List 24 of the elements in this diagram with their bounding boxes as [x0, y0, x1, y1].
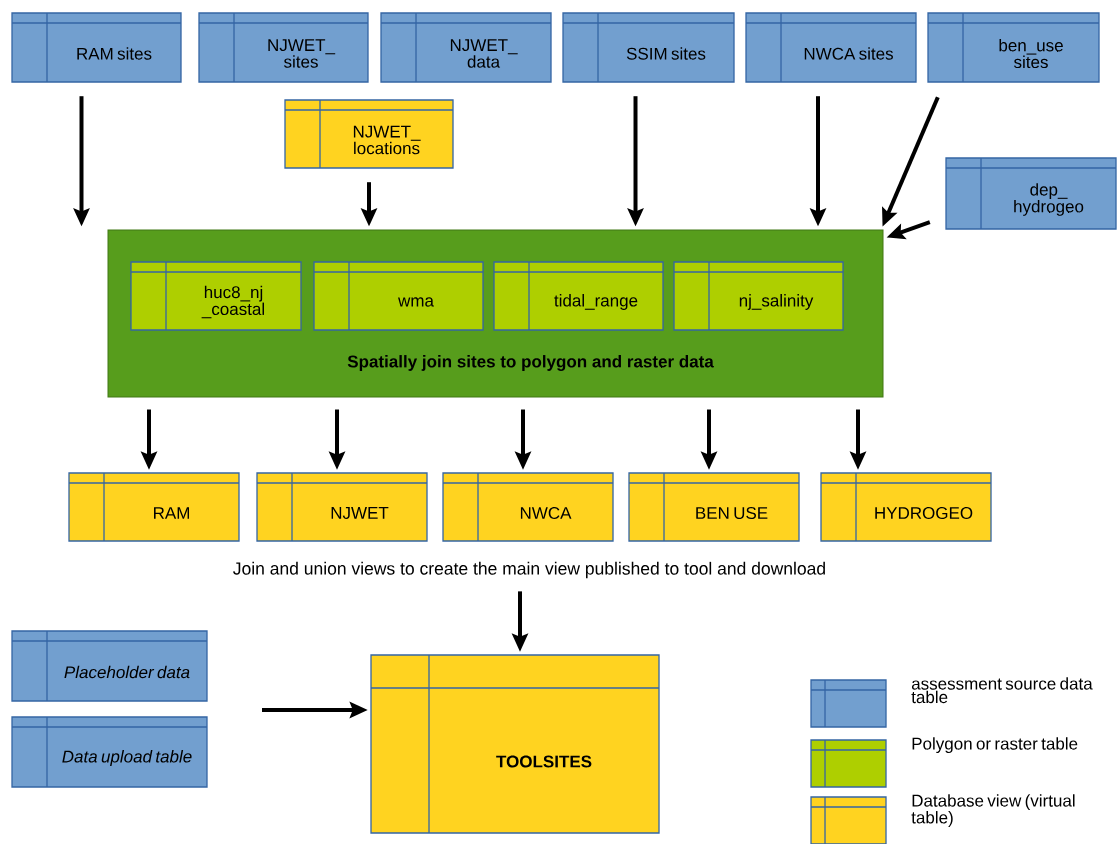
legend-text: Polygon or raster table [912, 737, 1078, 754]
table-box: ben_use sites [927, 12, 1100, 83]
table-box: RAM sites [11, 12, 182, 83]
table-box: NWCA [442, 472, 614, 542]
table-box: wma [313, 261, 484, 331]
process-text: Join and union views to create the main view published to tool and download [233, 561, 825, 579]
table-box: huc8_nj _coastal [130, 261, 302, 331]
table-box: HYDROGEO [820, 472, 992, 542]
table-box: dep_ hydrogeo [945, 157, 1117, 230]
table-box: tidal_range [493, 261, 664, 331]
table-box: nj_salinity [673, 261, 844, 331]
table-box: RAM [68, 472, 240, 542]
legend-text: assessment source data table [911, 677, 1093, 704]
table-box: NJWET_ locations [284, 99, 454, 169]
table-box: Data upload table [11, 716, 208, 788]
table-box: NWCA sites [745, 12, 917, 83]
table-box: NJWET_ data [380, 12, 552, 83]
table-box: NJWET [256, 472, 428, 542]
table-box: NJWET_ sites [198, 12, 369, 83]
table-box: Placeholder data [11, 630, 208, 702]
table-box: SSIM sites [562, 12, 735, 83]
table-box: TOOLSITES [370, 654, 660, 834]
table-box: BEN USE [628, 472, 800, 542]
legend-text: Database view (virtual table) [911, 794, 1075, 827]
